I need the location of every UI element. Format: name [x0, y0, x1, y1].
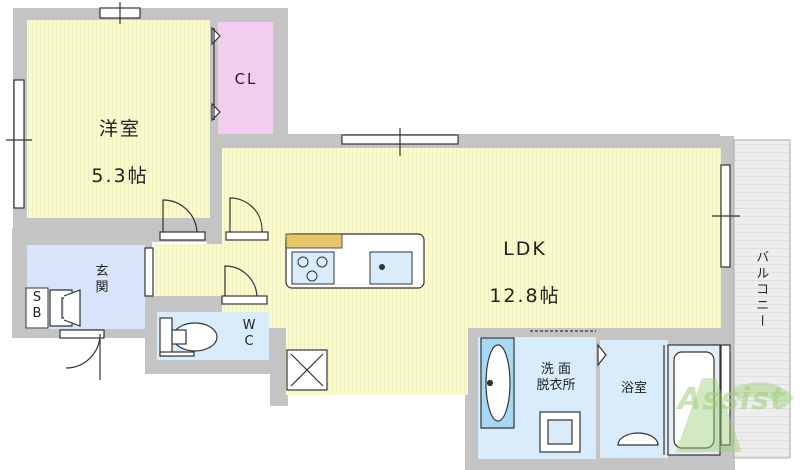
western-room-label: 洋室 5.3帖: [70, 94, 170, 213]
western-room-name: 洋室: [98, 117, 141, 140]
windows: [6, 2, 740, 446]
western-room-size: 5.3帖: [91, 165, 149, 188]
ldk-label: LDK 12.8帖: [465, 214, 585, 333]
refrigerator-space: [286, 349, 328, 391]
washbasin-icon: [480, 330, 596, 453]
ldk-name: LDK: [503, 237, 547, 260]
toilet-icon: [159, 317, 218, 357]
ldk-size: 12.8帖: [489, 285, 561, 308]
closet-label: CL: [234, 70, 258, 88]
bathtub-icon: [617, 344, 721, 456]
stove-burner-icon: [297, 256, 309, 268]
toilet-label: W C: [242, 318, 256, 350]
logo-text: Assist: [678, 382, 786, 417]
closet-floor: [218, 22, 273, 134]
doors: [59, 26, 607, 380]
entrance-label: 玄 関: [95, 264, 109, 296]
shoe-box-label: S B: [32, 290, 42, 322]
balcony-floor: [733, 139, 791, 459]
sink-icon: [369, 251, 413, 285]
washroom-label: 洗 面 脱衣所: [536, 362, 576, 394]
hall-floor: [155, 244, 285, 296]
balcony-label: バルコニー: [753, 250, 769, 330]
bathroom-label: 浴室: [620, 381, 647, 396]
kitchen: [285, 233, 425, 289]
shoe-box: [25, 287, 49, 329]
entrance-step: [49, 289, 81, 327]
western-room-floor: [27, 20, 210, 218]
assist-logo-icon: [676, 378, 794, 452]
stove-burner-icon: [316, 256, 328, 268]
stove-burner-icon: [306, 270, 318, 282]
